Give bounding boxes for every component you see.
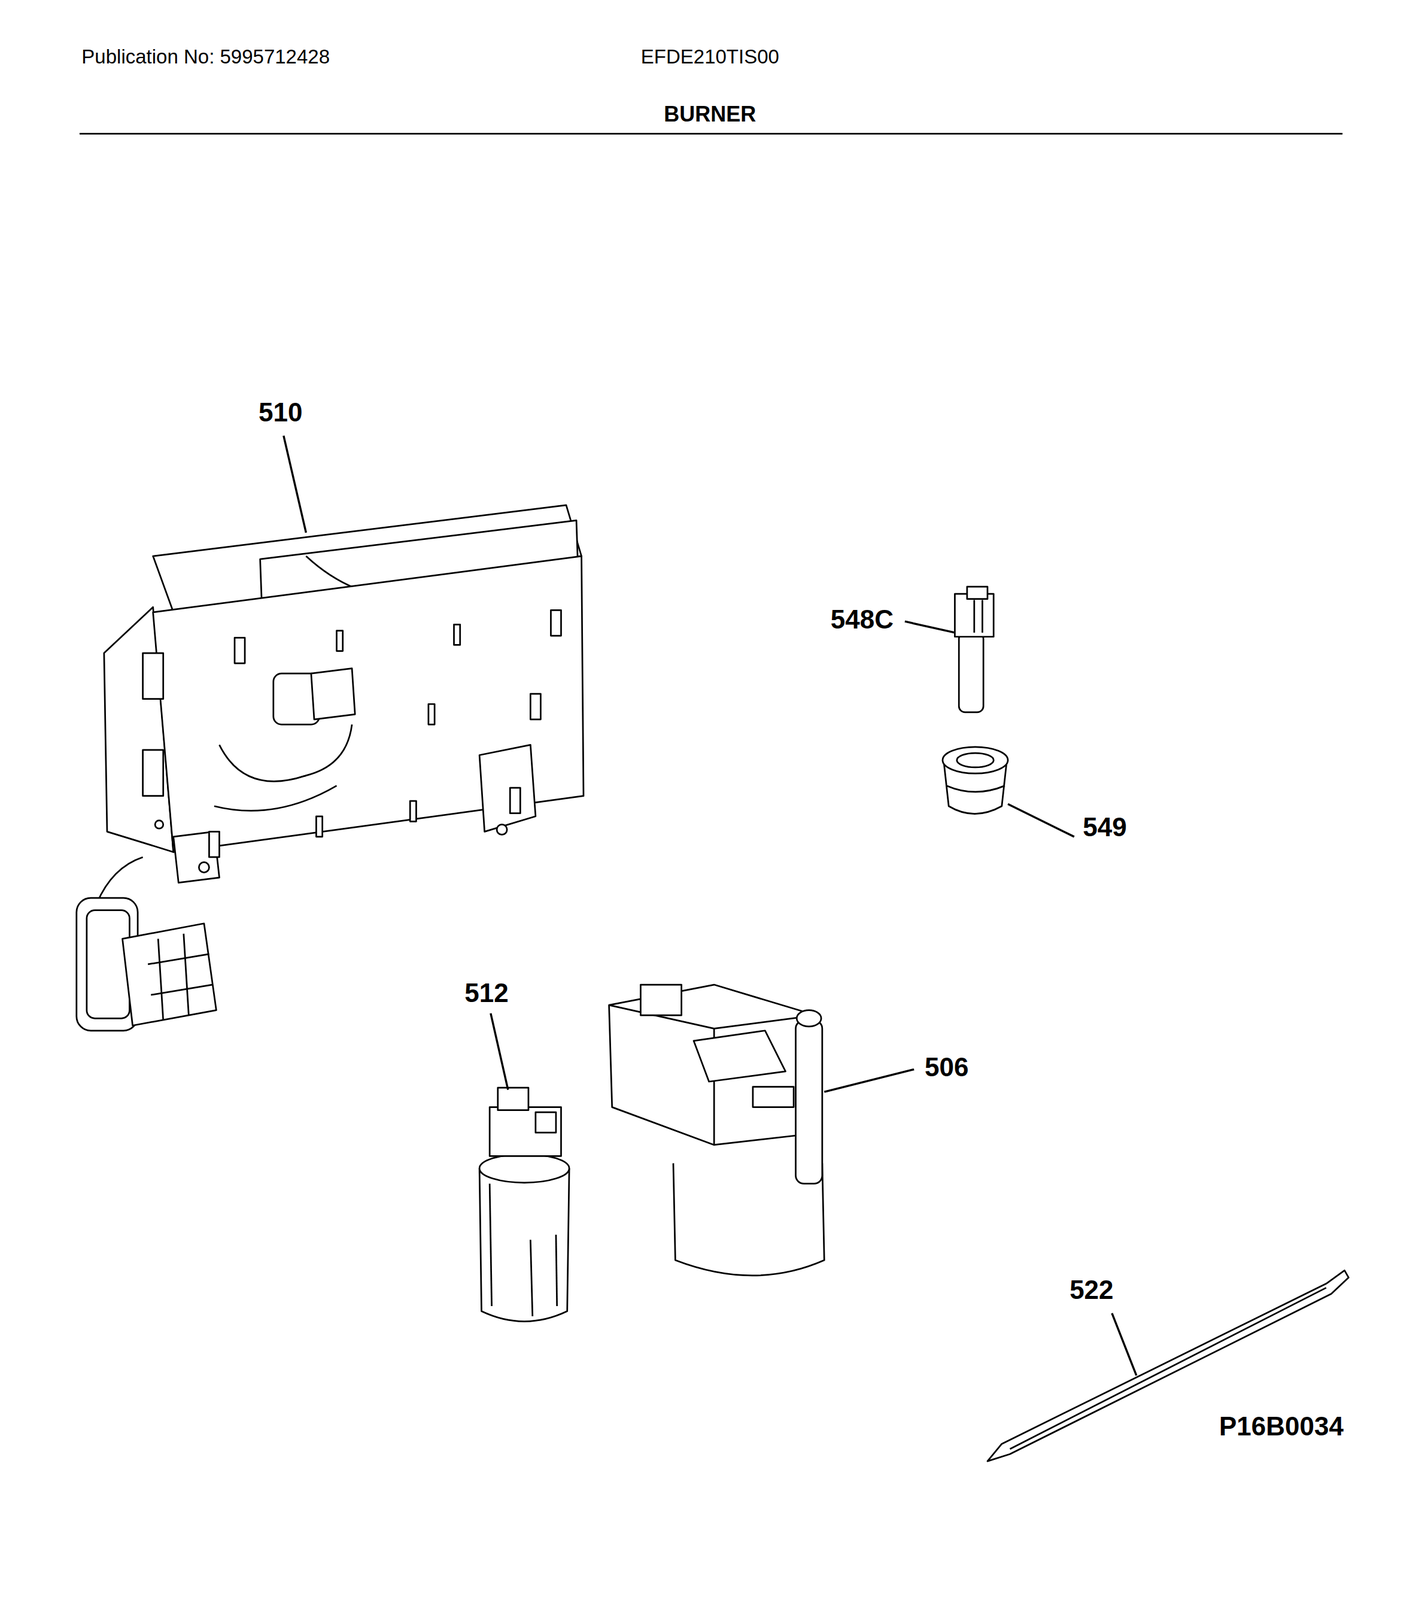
callout-number: 549 bbox=[1082, 812, 1127, 842]
leader-lines bbox=[283, 435, 1137, 1376]
burner-control-box bbox=[76, 505, 584, 1031]
flame-sensor bbox=[954, 586, 994, 713]
callout-number: 510 bbox=[258, 397, 303, 427]
grommet bbox=[942, 746, 1008, 814]
gas-valve-coil bbox=[609, 984, 825, 1276]
header-rule bbox=[79, 132, 1343, 135]
callout-number: 512 bbox=[464, 977, 509, 1007]
callout-number: 522 bbox=[1069, 1274, 1114, 1304]
callout-number: 548C bbox=[830, 604, 894, 634]
flame-rollout-part bbox=[479, 1087, 570, 1321]
callout-number: 506 bbox=[924, 1052, 969, 1082]
igniter-strip bbox=[987, 1269, 1349, 1461]
page-title: BURNER bbox=[663, 102, 756, 127]
figure-code: P16B0034 bbox=[1219, 1411, 1344, 1441]
model-number: EFDE210TIS00 bbox=[640, 46, 780, 68]
publication-number: Publication No: 5995712428 bbox=[81, 46, 330, 68]
